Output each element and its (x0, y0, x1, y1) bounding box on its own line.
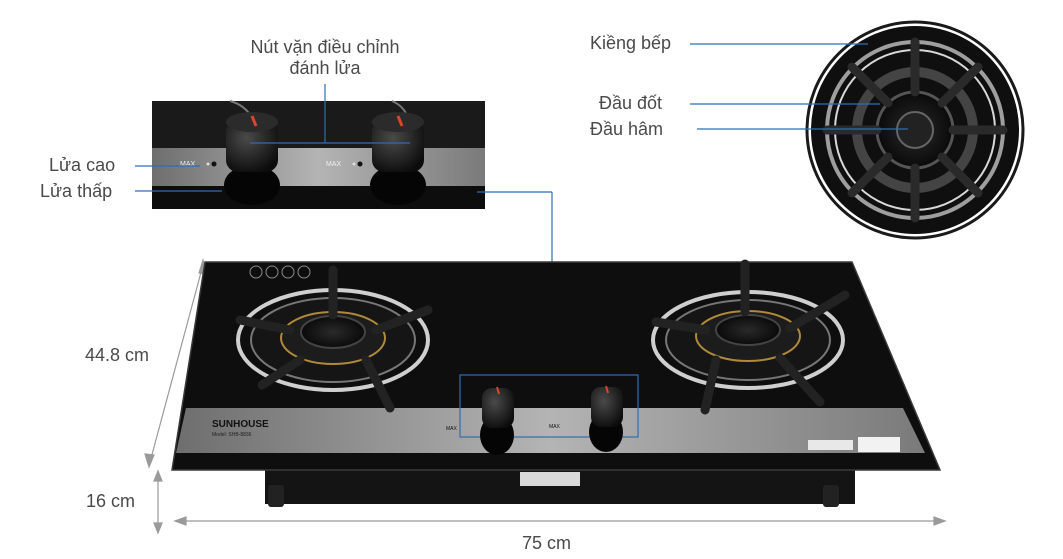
pan-support-label: Kiềng bếp (590, 33, 672, 53)
burner-head-label: Đầu đốt (599, 93, 663, 113)
warning-icons (249, 265, 311, 279)
model-label: Model: SHB-8836 (212, 432, 252, 438)
knob-left (480, 386, 514, 455)
simmer-burner-label: Đầu hâm (590, 119, 664, 139)
height-dimension-label: 16 cm (86, 491, 136, 511)
right-burner (651, 259, 850, 415)
zoom-max-label-right: MAX (326, 161, 342, 168)
depth-dimension-label: 44.8 cm (85, 345, 150, 365)
zoom-max-label-left: MAX (180, 161, 196, 168)
max-label-right: MAX (549, 424, 561, 430)
bottom-label-plate (520, 472, 580, 486)
width-dimension-label: 75 cm (522, 533, 572, 553)
rating-sticker (808, 440, 853, 450)
spec-sticker (858, 437, 900, 452)
max-label-left: MAX (446, 426, 458, 432)
low-flame-label: Lửa thấp (40, 181, 113, 201)
zoom-knob-right (370, 112, 426, 205)
knob-right (589, 385, 623, 452)
knob-adjust-label-line2: đánh lửa (289, 58, 361, 78)
dimension-lines (144, 257, 947, 535)
cooktop: MAX MAX SUNHOUSE Model: SHB-8836 (171, 259, 942, 507)
knob-zoom-panel: MAX MAX (152, 100, 485, 209)
burner-callout-lines (690, 43, 908, 130)
zoom-knob-left (224, 112, 280, 205)
left-burner (235, 265, 433, 413)
high-flame-label: Lửa cao (49, 155, 116, 175)
knob-highlight-box (459, 374, 639, 438)
knob-adjust-label-line1: Nút vặn điều chỉnh (250, 37, 400, 57)
knob-adjust-label: Nút vặn điều chỉnh đánh lửa (232, 37, 418, 79)
brand-logo: SUNHOUSE (212, 419, 269, 430)
burner-detail (805, 20, 1025, 240)
